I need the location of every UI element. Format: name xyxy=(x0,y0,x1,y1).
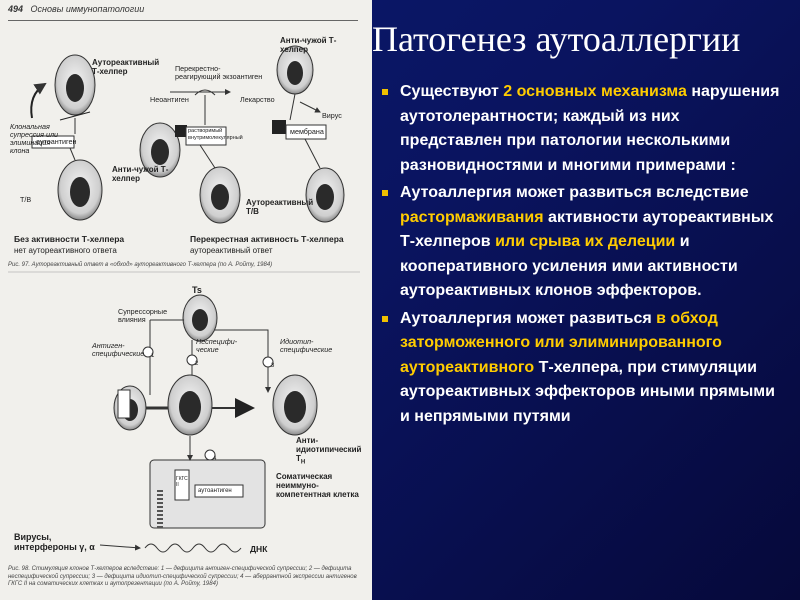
fig97-label-membrane: мембрана xyxy=(290,127,324,136)
highlighted-text: 2 основных механизма xyxy=(503,83,687,100)
fig97-autoreactive-tb-cell-mid xyxy=(199,166,241,224)
fig98-label-antigen-specific: Антиген-специфические xyxy=(92,341,145,358)
fig98-label-suppressor: Супрессорные влияния xyxy=(118,307,168,324)
fig98-autoantigen-box xyxy=(194,484,244,498)
fig98-label-idiotype-specific: Идиотип-специфические xyxy=(280,337,333,354)
fig97-suppression-arrow xyxy=(30,82,47,119)
running-header: 494 Основы иммунопатологии xyxy=(8,4,358,24)
fig97-label-autoreactive-th: Аутореактивный Т-хелпер xyxy=(92,58,160,76)
fig98-idiotype-marker xyxy=(235,398,255,418)
fig97-title-without-th: Без активности Т-хелпера xyxy=(14,234,125,244)
fig98-num3: 3 xyxy=(271,363,275,369)
fig97-connector-right xyxy=(289,93,296,121)
bullet-text: ; каждый из них представлен при патологи… xyxy=(400,107,736,174)
bullet-list: Существуют 2 основных механизма нарушени… xyxy=(382,80,782,432)
bullet-square-icon xyxy=(382,89,388,95)
fig98-num2-circle xyxy=(186,354,198,366)
fig98-num1: 1 xyxy=(151,353,155,359)
fig98-label-gkgs: ГКГС II xyxy=(176,476,188,488)
fig97-membrane-box xyxy=(285,124,327,140)
fig97-label-drug: Лекарство xyxy=(240,95,275,104)
fig98-label-ts: Ts xyxy=(192,285,202,295)
highlighted-text: или срыва их делеции xyxy=(495,233,676,250)
fig98-label-anti-idiotypic: Анти-идиотипический TH xyxy=(296,436,362,466)
fig97-square-marker-left xyxy=(175,125,187,137)
fig98-num4: 4 xyxy=(213,456,217,462)
fig97-label-anti-foreign-th-top: Анти-чужой Т-хелпер xyxy=(280,36,337,54)
fig97-neoantigen-cup xyxy=(194,89,216,96)
fig97-label-cross-exoantigen: Перекрестно-реагирующий экзоантиген xyxy=(175,64,263,81)
fig98-num2: 2 xyxy=(195,361,199,367)
fig97-square-marker-right xyxy=(272,120,286,134)
scanned-textbook-page: 494 Основы иммунопатологии xyxy=(0,0,372,600)
fig98-label-somatic-cell: Соматическая неиммуно-компетентная клетк… xyxy=(276,472,359,499)
bullet-text: , при стимуляции аутореактивных эффектор… xyxy=(400,358,775,425)
bullet-item: Аутоаллергия может развиться вследствие … xyxy=(382,181,782,304)
fig97-block-mark xyxy=(59,111,91,121)
bullet-text: и кооперативного усиления ими активности… xyxy=(400,233,738,299)
fig97-connector-right2 xyxy=(304,138,321,169)
fig97-virus-arrow xyxy=(299,101,321,113)
fig97-caption: Рис. 97. Аутореактивный ответ в «обход» … xyxy=(8,262,273,268)
fig98-line-3 xyxy=(215,329,271,393)
fig97-label-virus: Вирус xyxy=(322,111,342,120)
fig97-label-clonal-suppression: Клональная супрессия или элиминация клон… xyxy=(10,122,59,155)
bullet-square-icon xyxy=(382,190,388,196)
fig98-label-nonspecific: Неспецифи-ческие xyxy=(196,337,238,354)
fig97-connector-mid xyxy=(199,144,216,169)
fig97-label-neoantigen: Неоантиген xyxy=(150,95,189,104)
fig97-autoreactive-th-cell xyxy=(54,54,96,116)
slide-title: Патогенез аутоаллергии xyxy=(372,19,741,59)
fig97-label-tb-left: Т/В xyxy=(20,195,32,204)
bullet-item: Аутоаллергия может развиться в обход зат… xyxy=(382,307,782,430)
fig97-label-autoreactive-tb: Аутореактивный Т/В xyxy=(246,198,314,216)
bullet-text: Существуют xyxy=(400,83,504,100)
bullet-square-icon xyxy=(382,315,388,322)
figure-diagrams xyxy=(8,45,360,553)
fig97-anti-foreign-th-top-cell xyxy=(276,45,314,95)
highlighted-text: растормаживания xyxy=(400,208,544,226)
bullet-text: Аутоаллергия может развиться xyxy=(400,309,657,327)
fig97-subtitle-cross: аутореактивный ответ xyxy=(190,246,273,255)
fig97-subtitle-without-th: нет аутореактивного ответа xyxy=(14,246,117,255)
page-number: 494 xyxy=(8,4,24,14)
fig98-autoantigen-vertical-box xyxy=(117,389,131,419)
bullet-text: нарушения аутотолерантности xyxy=(400,83,780,125)
bullet-text: Аутоаллергия может развиться вследствие xyxy=(400,184,749,201)
fig97-tb-cell-left xyxy=(57,159,103,221)
fig98-label-viruses: Вирусы, интерфероны γ, α xyxy=(14,532,95,552)
bullet-text: Т-хелпера xyxy=(534,358,619,376)
fig97-autoreactive-tb-cell-right xyxy=(305,167,345,223)
fig97-autoantigen-box-left xyxy=(31,135,75,149)
fig98-dna-helix xyxy=(144,543,242,553)
fig98-num1-circle xyxy=(142,346,154,358)
fig98-label-autoantigen: аутоантиген xyxy=(198,488,232,494)
bullet-text: активности аутореактивных Т-хелперов xyxy=(400,208,774,251)
fig97-connector-left2 xyxy=(69,147,76,161)
fig97-anti-foreign-th-cell xyxy=(139,122,181,178)
fig98-gkgs-box xyxy=(174,469,190,501)
fig98-label-dna: ДНК xyxy=(250,544,268,554)
fig97-label-anti-foreign-th-mid: Анти-чужой Т-хелпер xyxy=(112,165,169,183)
fig97-label-soluble: растворимый внутримолекулярный xyxy=(188,128,243,141)
header-rule xyxy=(8,20,358,21)
fig98-caption: Рис. 98. Стимуляция клонов Т-хелперов вс… xyxy=(8,566,357,587)
fig97-label-autoantigen: аутоантиген xyxy=(36,137,77,146)
fig98-cell-right-anti-idiotypic xyxy=(272,374,318,436)
fig98-ts-cell xyxy=(182,294,218,342)
running-head: Основы иммунопатологии xyxy=(30,4,145,14)
fig97-soluble-box xyxy=(185,126,227,146)
fig98-num4-circle xyxy=(204,449,216,461)
highlighted-text: в обход заторможенного или элиминированн… xyxy=(400,309,722,376)
fig98-num3-circle xyxy=(262,356,274,368)
fig98-cell-center xyxy=(167,374,213,436)
fig97-title-cross: Перекрестная активность Т-хелпера xyxy=(190,234,344,244)
fig98-virus-arrow xyxy=(99,544,141,551)
bullet-item: Существуют 2 основных механизма нарушени… xyxy=(382,80,782,178)
